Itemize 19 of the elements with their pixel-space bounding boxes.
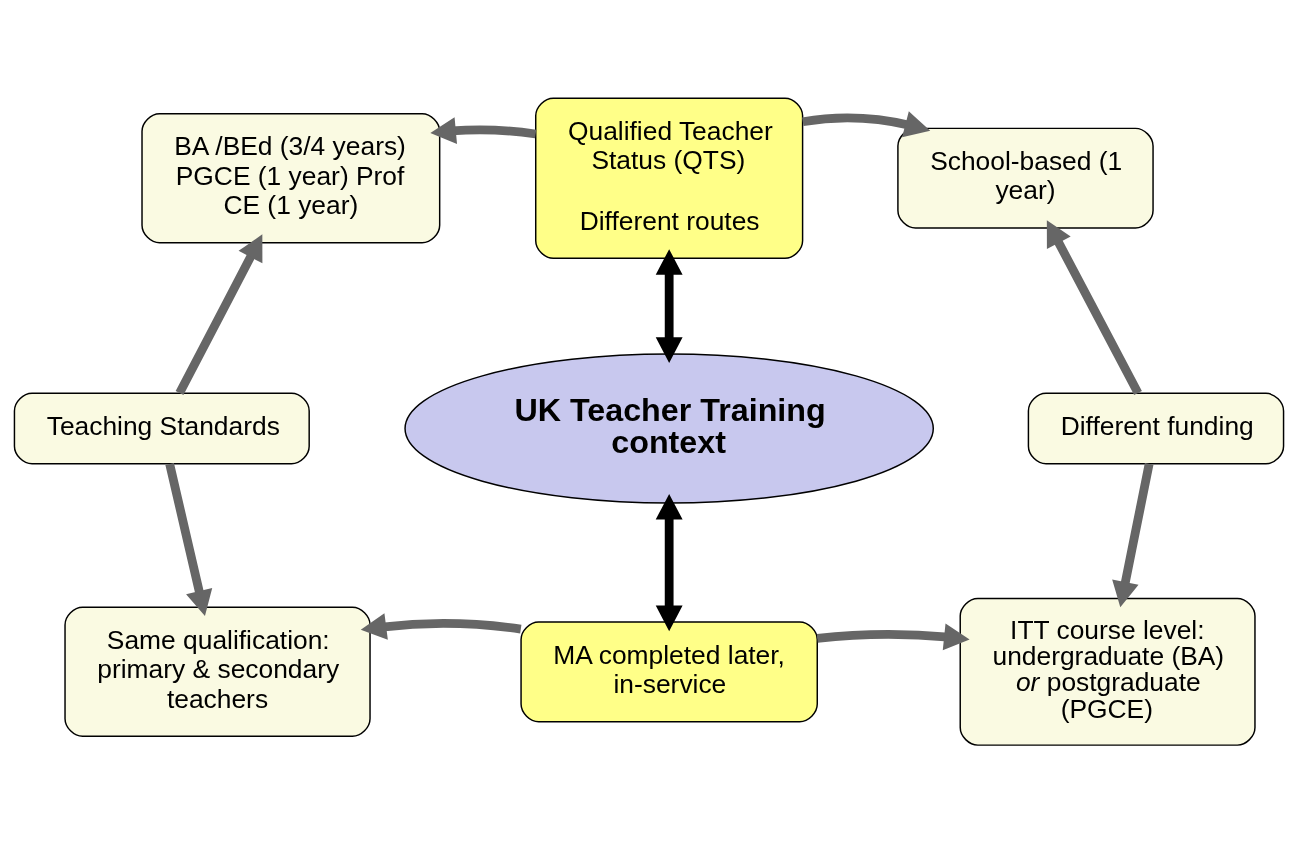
node-box: ITT course level: undergraduate (BA) or postgraduate (PGCE) [959,597,1256,746]
arrow [165,462,213,617]
arrow [1046,220,1142,396]
arrow [175,234,263,396]
arrow [1112,463,1154,608]
node-box: BA /BEd (3/4 years) PGCE (1 year) Prof CE (1 year) [141,112,441,244]
node-ellipse: UK Teacher Training context [404,353,934,504]
node-box: School-based (1 year) [897,127,1154,229]
node-box: Same qualification: primary & secondary teachers [64,606,371,738]
arrow [360,613,522,640]
node-box: Teaching Standards [13,392,310,465]
arrow [802,111,931,138]
node-box: Qualified Teacher Status (QTS) Different routes [535,97,804,259]
arrow [655,493,683,632]
node-box: Different funding [1027,392,1285,465]
arrow [430,117,537,144]
arrow [655,249,683,363]
arrow [816,623,970,651]
node-box: MA completed later, in-service [520,621,818,723]
